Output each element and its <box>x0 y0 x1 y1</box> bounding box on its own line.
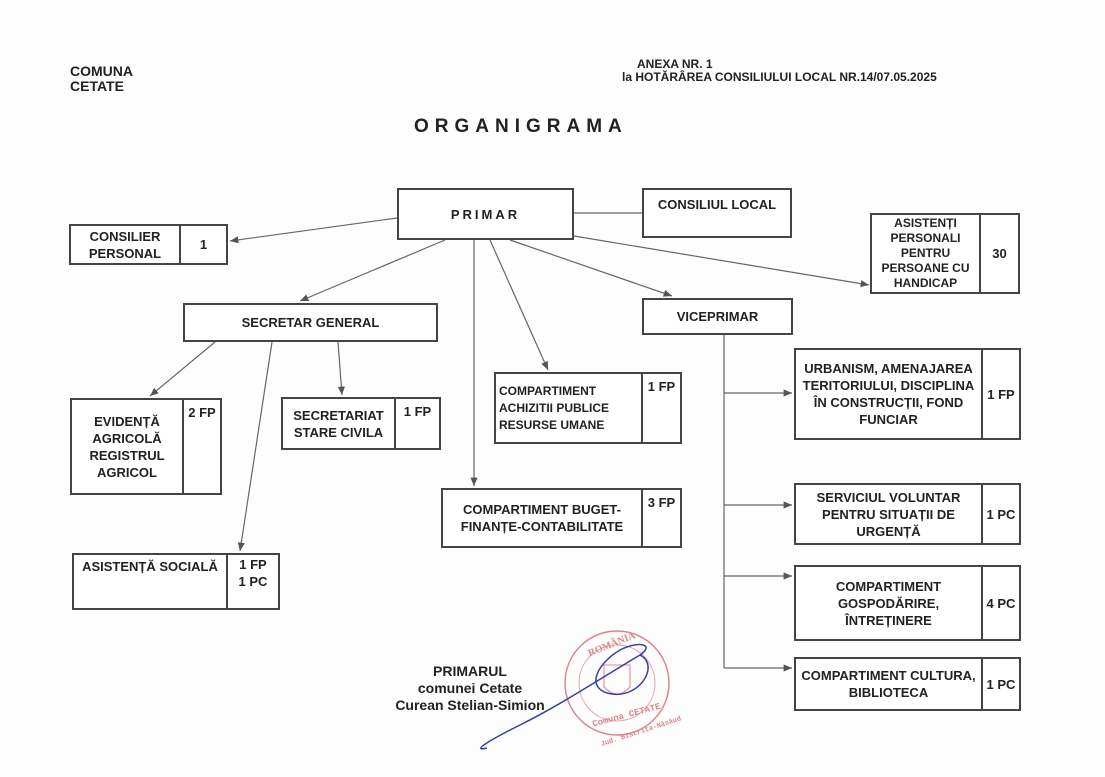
decision-reference: la HOTĂRÂREA CONSILIULUI LOCAL NR.14/07.… <box>622 70 937 84</box>
commune-line1: COMUNA <box>70 63 133 79</box>
box-label: CONSILIER PERSONAL <box>88 228 162 261</box>
box-label: EVIDENȚĂ AGRICOLĂ REGISTRUL AGRICOL <box>89 413 165 480</box>
box-count: 4 PC <box>981 567 1019 639</box>
box-count: 1 <box>179 226 226 263</box>
box-achizitii: COMPARTIMENT ACHIZITII PUBLICE RESURSE U… <box>494 372 682 444</box>
box-consiliul-local: CONSILIUL LOCAL <box>642 188 792 238</box>
box-label: SERVICIUL VOLUNTAR PENTRU SITUAȚII DE UR… <box>816 489 961 539</box>
box-urbanism: URBANISM, AMENAJAREA TERITORIULUI, DISCI… <box>794 348 1021 440</box>
box-count: 1 PC <box>981 485 1019 543</box>
box-count: 1 PC <box>981 659 1019 709</box>
box-count: 3 FP <box>641 490 680 546</box>
box-secretariat: SECRETARIAT STARE CIVILA 1 FP <box>281 397 441 450</box>
box-serviciul-voluntar: SERVICIUL VOLUNTAR PENTRU SITUAȚII DE UR… <box>794 483 1021 545</box>
box-primar: PRIMAR <box>397 188 574 240</box>
box-consilier-personal: CONSILIER PERSONAL 1 <box>69 224 228 265</box>
box-label: SECRETAR GENERAL <box>241 315 380 330</box>
box-viceprimar: VICEPRIMAR <box>642 298 793 335</box>
signature-role: PRIMARUL <box>433 663 507 679</box>
box-label: ASISTENȚI PERSONALI PENTRU PERSOANE CU H… <box>881 216 970 290</box>
box-buget: COMPARTIMENT BUGET-FINANȚE-CONTABILITATE… <box>441 488 682 548</box>
box-label: COMPARTIMENT CULTURA, BIBLIOTECA <box>801 668 976 700</box>
box-label: URBANISM, AMENAJAREA TERITORIULUI, DISCI… <box>802 361 975 427</box>
box-label: COMPARTIMENT GOSPODĂRIRE, ÎNTREȚINERE <box>835 578 942 628</box>
signature-block: PRIMARUL comunei Cetate Curean Stelian-S… <box>380 663 560 714</box>
box-label: CONSILIUL LOCAL <box>657 197 777 212</box>
box-asistenti-personali: ASISTENȚI PERSONALI PENTRU PERSOANE CU H… <box>870 213 1020 294</box>
signature-commune: comunei Cetate <box>417 680 523 696</box>
box-label: COMPARTIMENT ACHIZITII PUBLICE RESURSE U… <box>499 383 609 432</box>
box-count: 30 <box>979 215 1018 292</box>
box-evidenta-agricola: EVIDENȚĂ AGRICOLĂ REGISTRUL AGRICOL 2 FP <box>70 398 222 495</box>
box-label: SECRETARIAT STARE CIVILA <box>293 407 384 440</box>
box-gospodarire: COMPARTIMENT GOSPODĂRIRE, ÎNTREȚINERE 4 P… <box>794 565 1021 641</box>
box-secretar-general: SECRETAR GENERAL <box>183 303 438 342</box>
page-title: ORGANIGRAMA <box>414 116 628 137</box>
box-label: COMPARTIMENT BUGET-FINANȚE-CONTABILITATE <box>460 502 624 534</box>
commune-line2: CETATE <box>70 78 124 94</box>
signature-name: Curean Stelian-Simion <box>395 697 545 713</box>
box-count: 1 FP 1 PC <box>226 555 278 608</box>
box-asistenta-sociala: ASISTENȚĂ SOCIALĂ 1 FP 1 PC <box>72 553 280 610</box>
box-label: ASISTENȚĂ SOCIALĂ <box>82 559 218 574</box>
box-count: 1 FP <box>981 350 1019 438</box>
box-count: 1 FP <box>394 399 439 448</box>
box-count: 1 FP <box>641 374 680 442</box>
box-label: PRIMAR <box>450 206 521 222</box>
annex-label: ANEXA NR. 1 <box>637 57 713 71</box>
box-label: VICEPRIMAR <box>676 309 759 324</box>
box-count: 2 FP <box>182 400 220 493</box>
